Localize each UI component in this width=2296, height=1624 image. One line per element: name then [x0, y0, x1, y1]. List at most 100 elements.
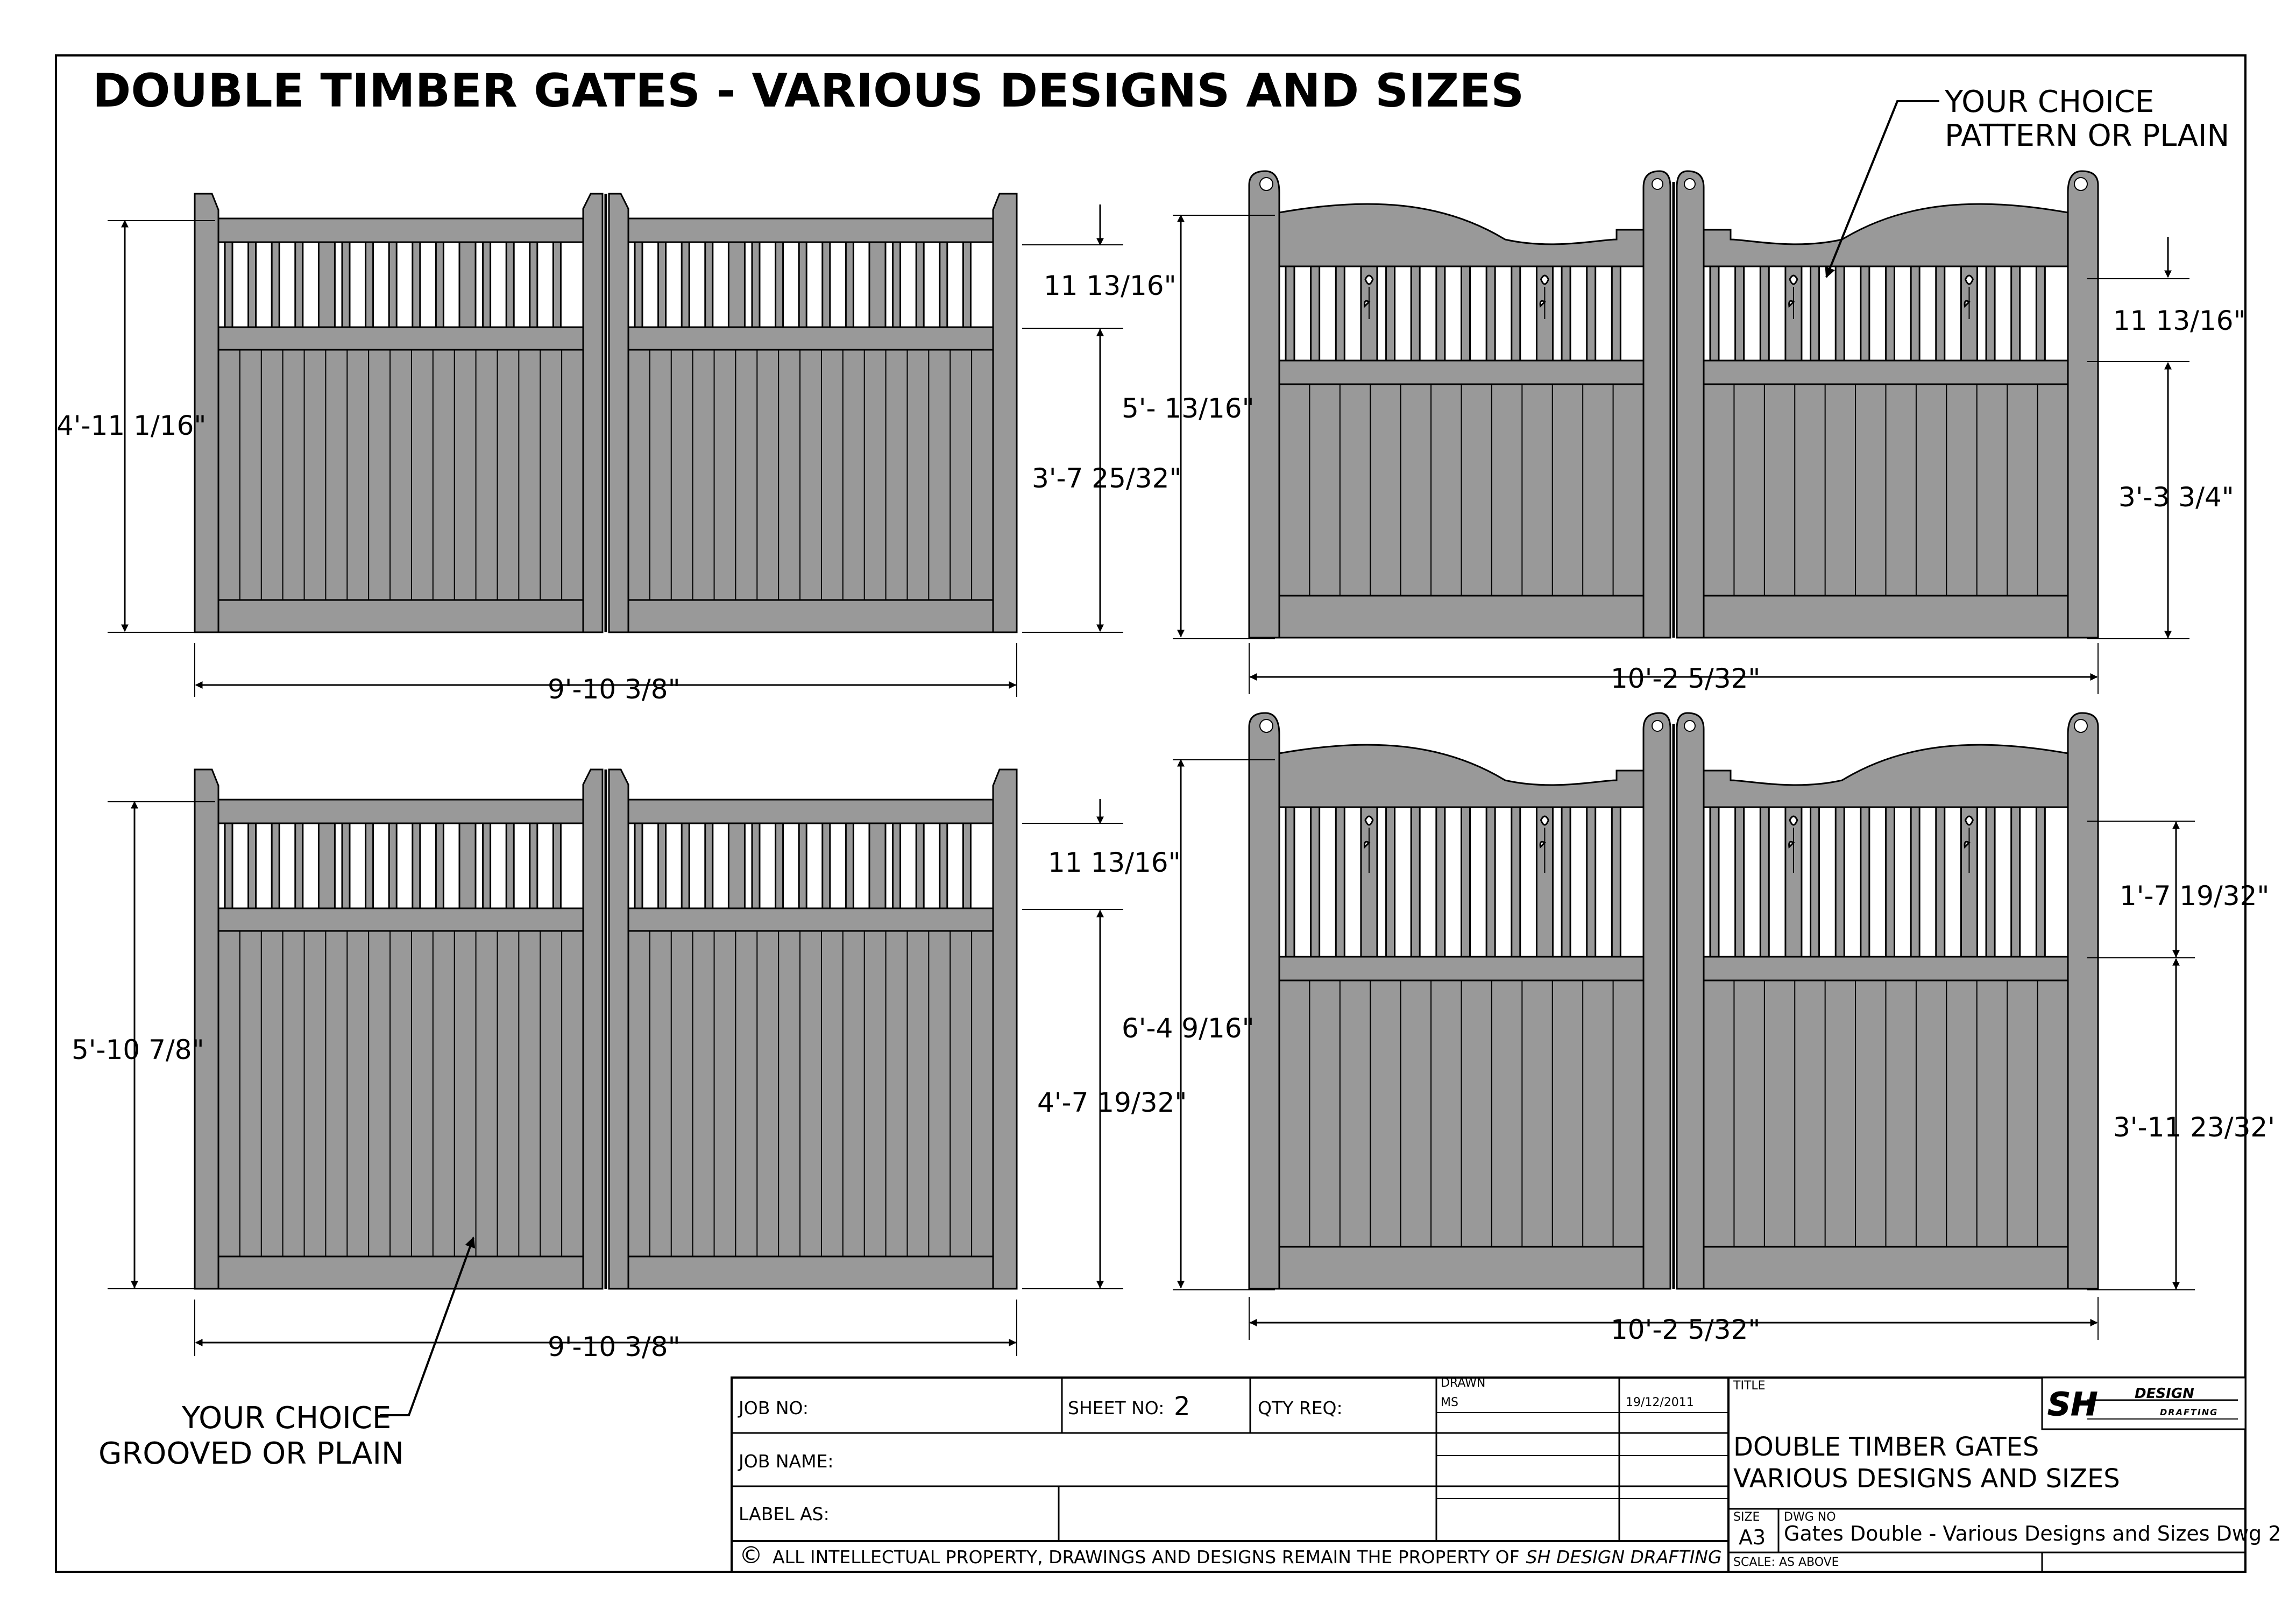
top-rail — [217, 799, 584, 824]
callout-pattern-line1: YOUR CHOICE — [1944, 84, 2154, 119]
bottom-rail — [627, 599, 994, 633]
slat — [294, 822, 304, 909]
slat — [727, 822, 746, 909]
slat — [1485, 806, 1496, 958]
left-post — [194, 768, 219, 1290]
slat — [1759, 265, 1770, 362]
gate-drawings — [108, 170, 2195, 1356]
right-post — [992, 193, 1018, 633]
tulip-cutout — [1364, 274, 1374, 285]
right-post — [2067, 712, 2099, 1290]
slat — [1435, 806, 1446, 958]
logo-word-design: DESIGN — [2135, 1386, 2194, 1402]
copyright-symbol: © — [739, 1542, 763, 1569]
logo-initials: SH — [2047, 1386, 2097, 1423]
slat — [1461, 265, 1471, 362]
slat — [247, 241, 257, 328]
tulip-cutout — [1964, 815, 1974, 826]
slat — [224, 822, 233, 909]
mid-rail — [217, 907, 584, 932]
slat — [1586, 265, 1597, 362]
dim-width-top-right: 10'-2 5/32" — [1611, 663, 1760, 694]
post-scroll — [1684, 720, 1696, 732]
slat — [1834, 265, 1845, 362]
lower-boards — [627, 349, 994, 601]
dim-overall-height-top-right: 5'- 13/16" — [1122, 393, 1255, 424]
slat — [681, 241, 690, 328]
centre-post-right — [1676, 170, 1705, 639]
slat — [2035, 806, 2046, 958]
tulip-leaf — [1364, 300, 1371, 308]
slat — [552, 822, 562, 909]
slat — [657, 822, 667, 909]
gate-top-left — [194, 193, 1018, 633]
slat — [915, 241, 925, 328]
size-value: A3 — [1739, 1526, 1766, 1549]
dim-lower-section-bottom-right: 3'-11 23/32' — [2113, 1112, 2275, 1143]
slat — [798, 241, 807, 328]
title-line2: VARIOUS DESIGNS AND SIZES — [1733, 1464, 2120, 1494]
tulip-cutout — [1540, 815, 1550, 826]
slat — [1910, 265, 1921, 362]
slat — [915, 822, 925, 909]
slat — [435, 241, 444, 328]
slat — [892, 241, 902, 328]
slat — [868, 241, 887, 328]
scale-text: SCALE: AS ABOVE — [1733, 1556, 1839, 1569]
slat — [2010, 265, 2021, 362]
curved-top-rail — [1703, 203, 2069, 267]
gate-bottom-right — [1248, 712, 2099, 1290]
top-rail — [217, 217, 584, 243]
tulip-leaf — [1788, 841, 1795, 849]
drawn-date: 19/12/2011 — [1626, 1396, 1694, 1409]
dim-top-section-bottom-right: 1'-7 19/32" — [2120, 880, 2269, 912]
curved-top-rail — [1703, 744, 2069, 808]
slat — [341, 241, 351, 328]
bottom-rail — [217, 599, 584, 633]
tulip-leaf — [1964, 841, 1971, 849]
dimension-labels: 4'-11 1/16" 11 13/16" 3'-7 25/32" 9'-10 … — [56, 270, 2275, 1362]
tulip-leaf — [1539, 841, 1546, 849]
slat — [388, 241, 398, 328]
job-name-label: JOB NAME: — [738, 1451, 834, 1472]
mid-rail — [217, 326, 584, 351]
gate-leaf — [627, 799, 994, 1290]
gate-leaf — [1278, 203, 1645, 639]
slat — [1885, 806, 1895, 958]
slat — [1985, 806, 1996, 958]
slat — [962, 822, 972, 909]
gate-leaf — [1703, 203, 2069, 639]
slat — [1335, 265, 1345, 362]
gate-top-right — [1248, 170, 2099, 639]
lower-boards — [627, 930, 994, 1258]
slat — [892, 822, 902, 909]
mid-rail — [1278, 956, 1645, 982]
centre-stile-right — [608, 768, 629, 1290]
callout-pattern-leader — [1825, 100, 1939, 278]
size-label: SIZE — [1733, 1510, 1760, 1524]
dwg-no-label: DWG NO — [1784, 1510, 1836, 1524]
centre-post-left — [1642, 712, 1671, 1290]
slat — [1910, 806, 1921, 958]
slat — [681, 822, 690, 909]
mid-rail — [1703, 956, 2069, 982]
slat — [458, 241, 477, 328]
left-post — [1248, 712, 1280, 1290]
slat — [271, 241, 280, 328]
slat — [365, 822, 374, 909]
gate-leaf — [627, 217, 994, 633]
slat — [1734, 265, 1745, 362]
post-scroll — [1259, 177, 1273, 191]
slat — [727, 241, 746, 328]
title-block — [731, 1376, 2247, 1573]
slat — [1860, 265, 1870, 362]
slat — [505, 241, 515, 328]
slat — [798, 822, 807, 909]
label-as-label: LABEL AS: — [739, 1503, 830, 1524]
slat — [845, 241, 854, 328]
slat — [1385, 806, 1396, 958]
tulip-cutout — [1540, 274, 1550, 285]
gate-leaf — [1278, 744, 1645, 1290]
dim-lower-section-top-left: 3'-7 25/32" — [1032, 463, 1181, 494]
tulip-cutout — [1364, 815, 1374, 826]
